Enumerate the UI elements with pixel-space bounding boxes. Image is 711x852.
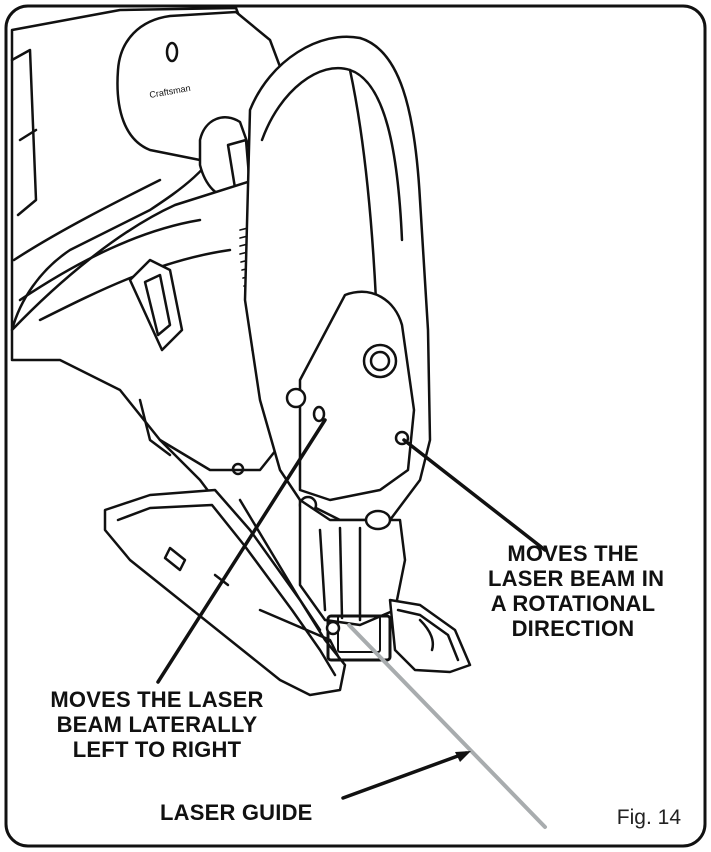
guide-leader-line xyxy=(341,751,468,800)
laser-line xyxy=(347,623,547,829)
jigsaw-drawing: Craftsman xyxy=(10,6,472,697)
rotational-leader-line xyxy=(402,438,547,552)
base-plate xyxy=(103,488,347,697)
lateral-leader-line xyxy=(156,418,327,684)
rotational-adjustment-callout: MOVES THE LASER BEAM IN A ROTATIONAL DIR… xyxy=(488,541,665,641)
figure-frame xyxy=(4,4,707,848)
callout-line: LASER BEAM IN xyxy=(488,566,665,591)
callout-line: LEFT TO RIGHT xyxy=(72,737,242,762)
rotation-screw xyxy=(362,343,398,379)
laser-guide-callout: LASER GUIDE xyxy=(160,800,313,825)
lateral-adjustment-callout: MOVES THE LASER BEAM LATERALLY LEFT TO R… xyxy=(42,687,272,762)
callout-line: BEAM LATERALLY xyxy=(56,712,258,737)
figure-label: Fig. 14 xyxy=(616,806,681,829)
callout-line: MOVES THE LASER xyxy=(50,687,264,712)
callout-line: DIRECTION xyxy=(511,616,635,641)
guide-arrowhead xyxy=(455,751,471,762)
trigger-switch xyxy=(128,258,184,352)
laser-panel xyxy=(298,290,416,502)
callout-line: A ROTATIONAL xyxy=(490,591,656,616)
callout-line: MOVES THE xyxy=(507,541,639,566)
